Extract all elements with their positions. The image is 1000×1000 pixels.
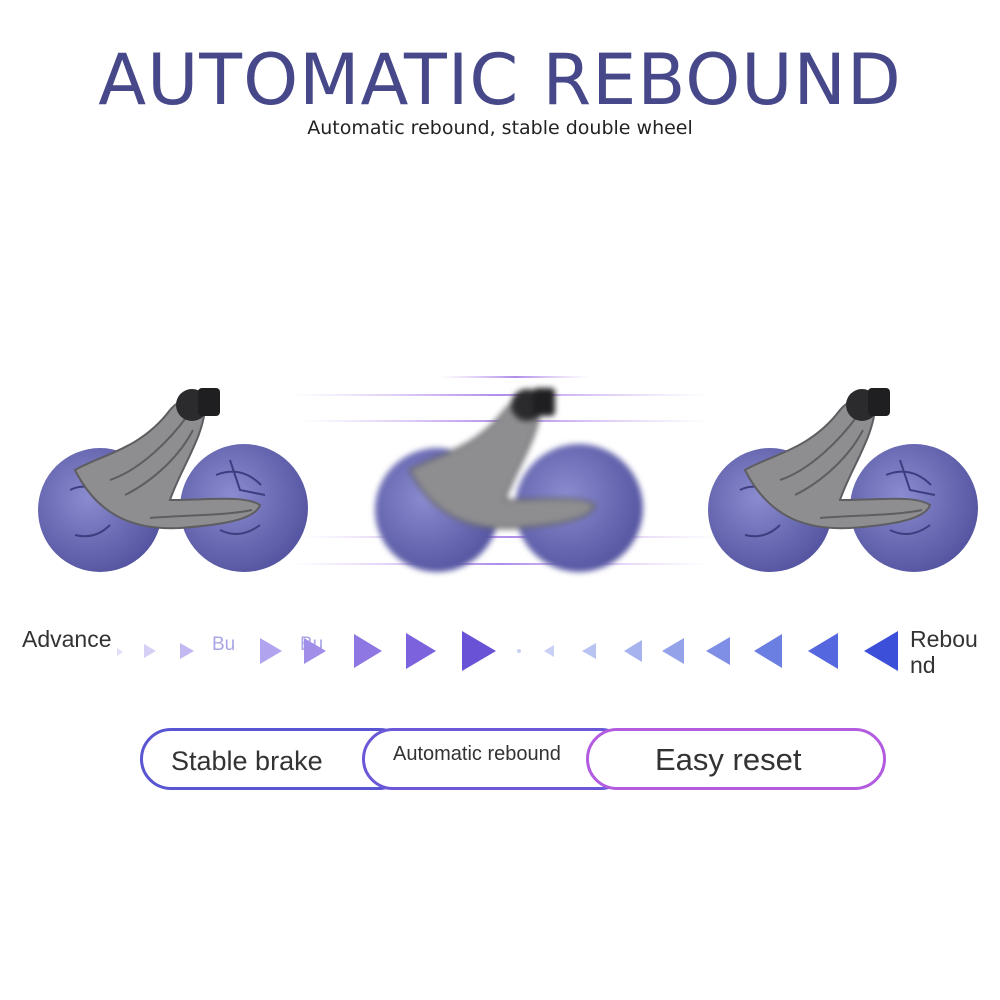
- forward-arrow-icon: [462, 631, 496, 671]
- feature-pill-easy-reset: Easy reset: [586, 728, 886, 790]
- backward-arrow-icon: [662, 638, 684, 664]
- ab-wheel-right: [700, 360, 990, 580]
- backward-arrow-icon: [706, 637, 730, 665]
- backward-arrow-icon: [582, 643, 596, 659]
- backward-arrow-icon: [544, 645, 554, 657]
- backward-arrow-icon: [808, 633, 838, 669]
- forward-arrow-icon: [180, 643, 194, 659]
- pill-label: Easy reset: [655, 742, 802, 777]
- backward-arrow-icon: [754, 634, 782, 668]
- page-subtitle: Automatic rebound, stable double wheel: [307, 117, 693, 139]
- ab-wheel-middle-motion: [360, 360, 660, 580]
- forward-arrow-icon: [354, 634, 382, 668]
- advance-label: Advance: [22, 626, 112, 652]
- backward-arrow-icon: [624, 640, 642, 662]
- forward-arrow-icon: [406, 633, 436, 669]
- forward-arrow-icon: [260, 638, 282, 664]
- forward-arrow-icon: [304, 638, 326, 664]
- backward-arrow-icon: [864, 631, 898, 671]
- pill-label: Stable brake: [171, 746, 323, 776]
- product-illustration-row: [0, 360, 1000, 600]
- feature-pills: Stable brake Automatic rebound Easy rese…: [0, 722, 1000, 812]
- feature-pill-automatic-rebound: Automatic rebound: [362, 728, 632, 790]
- rebound-label: Rebou nd: [910, 626, 978, 678]
- forward-arrow-icon: [144, 644, 156, 658]
- watermark-text: Bu: [212, 634, 236, 655]
- pill-label: Automatic rebound: [393, 743, 561, 765]
- page-title: AUTOMATIC REBOUND: [98, 39, 902, 121]
- forward-arrow-icon: [117, 648, 123, 656]
- backward-arrow-icon: [517, 649, 521, 653]
- direction-arrow-row: Advance Bu Bu Rebou nd: [0, 618, 1000, 688]
- ab-wheel-left: [30, 360, 320, 580]
